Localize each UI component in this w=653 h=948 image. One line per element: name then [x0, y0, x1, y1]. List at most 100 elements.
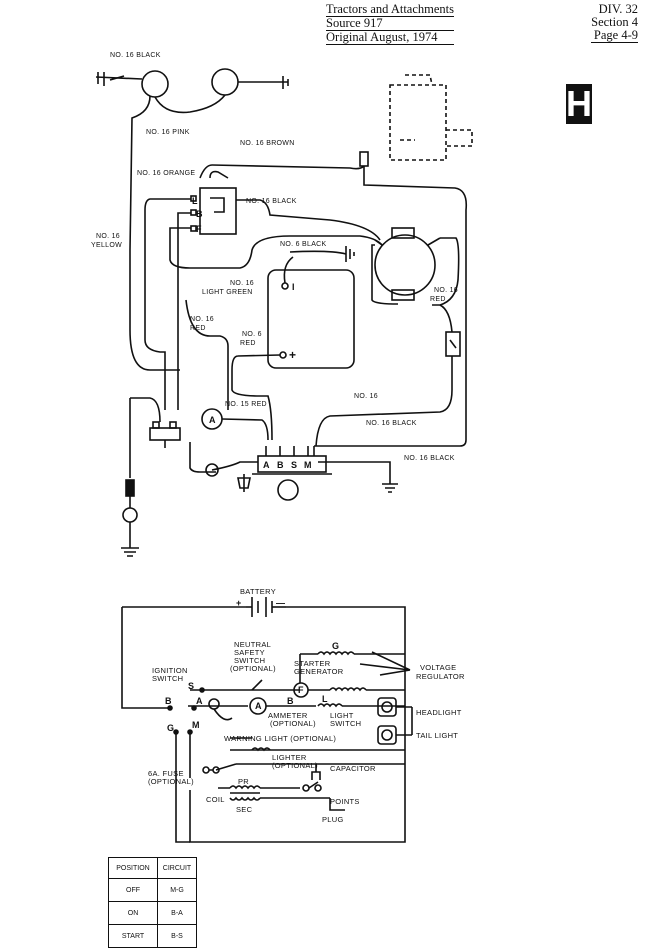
label-red-16-right-b: RED	[430, 296, 446, 303]
label-red-16-left-b: RED	[190, 325, 206, 332]
table-row: START B-S	[108, 924, 197, 948]
label-ignition-2: SWITCH	[152, 674, 183, 683]
label-lighter-2: (OPTIONAL)	[272, 761, 318, 770]
switch-terminal-m: M	[304, 460, 312, 470]
label-black-16-mid: NO. 16 BLACK	[246, 198, 297, 205]
wire-taillight	[314, 166, 468, 447]
battery	[267, 269, 355, 369]
label-g-left: G	[167, 723, 174, 733]
label-red-6-b: RED	[240, 340, 256, 347]
header-source: Source 917	[326, 17, 454, 31]
label-neutral-1: NEUTRAL	[234, 640, 271, 649]
wire-orange	[144, 198, 191, 410]
switch-terminal-s: S	[291, 460, 297, 470]
page-header-right: DIV. 32 Section 4 Page 4-9	[591, 3, 638, 43]
label-starter-1: STARTER	[294, 659, 331, 668]
label-yellow-16-b: YELLOW	[91, 242, 122, 249]
label-b-left: B	[165, 696, 172, 706]
wire-red-6	[231, 354, 281, 441]
neutral-plunger	[237, 474, 251, 492]
label-pr: PR	[238, 777, 249, 786]
label-red-15: NO. 15 RED	[225, 401, 267, 408]
label-red-6-a: NO. 6	[242, 331, 262, 338]
wire-brown	[199, 164, 365, 179]
label-points: POINTS	[330, 797, 360, 806]
label-black-6: NO. 6 BLACK	[280, 241, 327, 248]
wire-black-6	[283, 256, 294, 284]
label-light-green-b: LIGHT GREEN	[202, 289, 253, 296]
headlight-right	[211, 68, 289, 96]
taillight-assembly	[389, 74, 473, 161]
label-taillight: TAIL LIGHT	[416, 731, 458, 740]
table-cell: M-G	[157, 878, 197, 902]
label-warning-light: WARNING LIGHT (OPTIONAL)	[224, 734, 336, 743]
label-voltage-2: REGULATOR	[416, 672, 465, 681]
label-ignition-1: IGNITION	[152, 666, 188, 675]
label-black-16-top: NO. 16 BLACK	[110, 52, 161, 59]
label-a-left: A	[196, 696, 203, 706]
header-original-date: Original August, 1974	[326, 31, 454, 45]
wire-red-left	[185, 299, 229, 410]
wire-red-15	[221, 418, 269, 441]
section-tab-marker: H	[566, 84, 592, 124]
table-cell: ON	[108, 901, 158, 925]
reg-terminal-b: B	[196, 209, 203, 219]
tail-connector	[359, 151, 369, 167]
switch-terminal-a: A	[263, 460, 270, 470]
label-starter-2: GENERATOR	[294, 667, 344, 676]
table-cell: B-A	[157, 901, 197, 925]
label-pink-16: NO. 16 PINK	[146, 129, 190, 136]
table-row: OFF M-G	[108, 878, 197, 902]
headlight-left	[95, 70, 169, 98]
table-cell: OFF	[108, 878, 158, 902]
reg-terminal-f: F	[196, 224, 202, 234]
header-division: DIV. 32	[598, 2, 638, 16]
reg-terminal-l: L	[192, 196, 198, 206]
label-m: M	[192, 720, 200, 730]
label-ammeter-1: AMMETER	[268, 711, 308, 720]
starter-generator	[374, 227, 441, 301]
header-title: Tractors and Attachments	[326, 2, 454, 17]
ignition-switch	[252, 446, 332, 501]
schematic-diagram	[121, 597, 413, 843]
ammeter-label: A	[209, 415, 216, 425]
label-black-16-low: NO. 16 BLACK	[366, 420, 417, 427]
label-l: L	[322, 694, 328, 704]
wire-pink	[154, 94, 226, 114]
lighter-socket	[122, 507, 138, 523]
label-ammeter-2: (OPTIONAL)	[270, 719, 316, 728]
battery-neg-label: I	[292, 282, 295, 292]
section-tab-letter: H	[566, 83, 592, 124]
header-section: Section 4	[591, 15, 638, 29]
wire-gen-black	[371, 244, 399, 305]
ground-gen	[289, 246, 355, 262]
ammeter-symbol: A	[255, 701, 262, 711]
in-line-fuse	[125, 479, 135, 497]
label-plug: PLUG	[322, 815, 344, 824]
label-yellow-16-a: NO. 16	[96, 233, 120, 240]
wire-gen-red	[432, 237, 460, 306]
label-headlight: HEADLIGHT	[416, 708, 462, 717]
table-cell: START	[108, 924, 158, 948]
table-header-position: POSITION	[108, 857, 158, 879]
label-light-switch-2: SWITCH	[330, 719, 361, 728]
wire-light-green	[169, 227, 383, 269]
label-s: S	[188, 681, 194, 691]
page-header-left: Tractors and Attachments Source 917 Orig…	[326, 3, 454, 45]
label-lighter-1: LIGHTER	[272, 753, 307, 762]
wire-red-right	[315, 304, 453, 447]
label-g-top: G	[332, 641, 339, 651]
nss-contact	[449, 339, 457, 349]
table-row: ON B-A	[108, 901, 197, 925]
label-capacitor: CAPACITOR	[330, 764, 376, 773]
label-black-16-bottom: NO. 16 BLACK	[404, 455, 455, 462]
ign-connector	[149, 421, 181, 448]
label-red-16-right-a: NO. 16	[434, 287, 458, 294]
header-page: Page 4-9	[591, 29, 638, 43]
wire-to-ground-bottom	[318, 461, 398, 493]
switch-terminal-b: B	[277, 460, 284, 470]
label-battery: BATTERY	[240, 587, 276, 596]
gen-field-symbol: F	[298, 685, 304, 695]
table-header-row: POSITION CIRCUIT	[108, 857, 197, 879]
